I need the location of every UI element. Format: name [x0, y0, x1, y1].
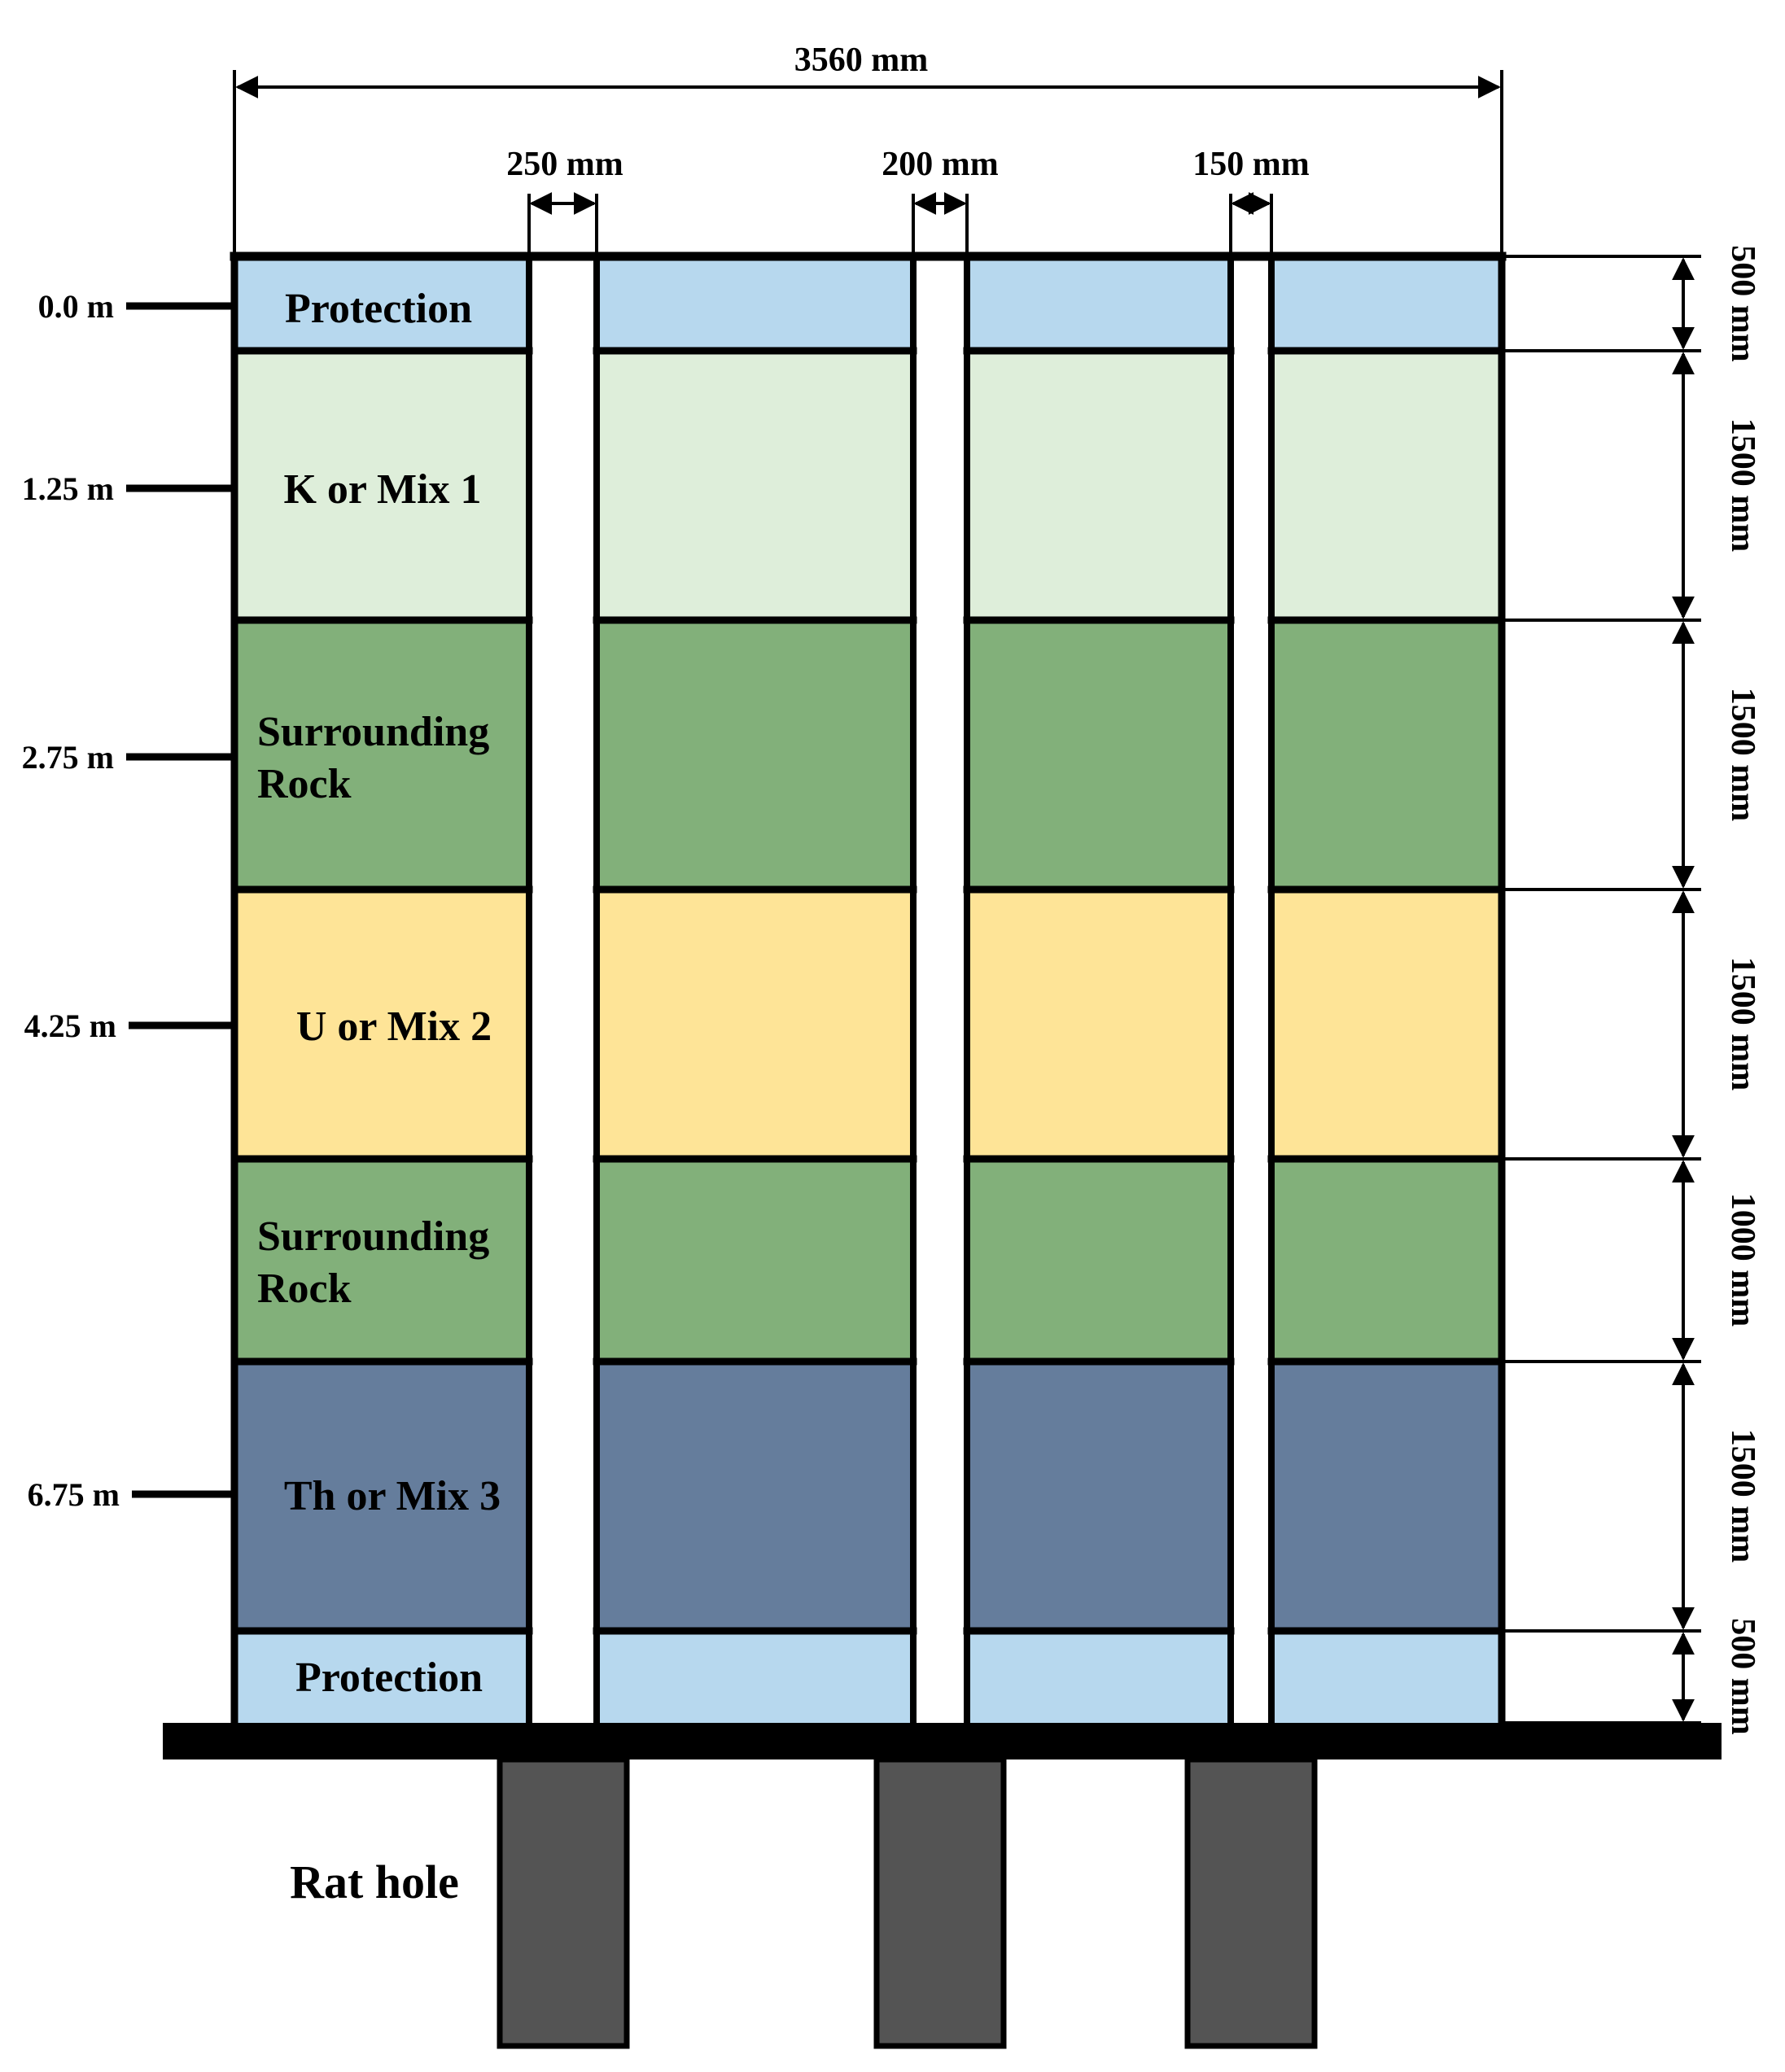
- depth-markers: 0.0 m 1.25 m 2.75 m 4.25 m 6.75 m: [22, 288, 234, 1513]
- borehole-column-2: [913, 256, 967, 1723]
- borehole-column-3: [1231, 256, 1271, 1723]
- layer-band-5: [234, 1362, 1502, 1631]
- thickness-label-5: 1500 mm: [1724, 1429, 1761, 1563]
- borehole-columns: [529, 256, 1271, 1723]
- layer-band-6: [234, 1631, 1502, 1723]
- depth-label-0: 0.0 m: [38, 288, 114, 325]
- grid-outline: [230, 251, 1507, 1727]
- depth-label-5: 6.75 m: [28, 1476, 120, 1513]
- depth-label-2: 2.75 m: [22, 739, 114, 776]
- layer-label-protection-top: Protection: [285, 286, 472, 332]
- rat-hole-3: [1184, 1756, 1318, 2049]
- rat-hole-label: Rat hole: [290, 1856, 459, 1908]
- layer-band-1: [234, 351, 1502, 620]
- thickness-label-0: 500 mm: [1724, 245, 1761, 361]
- rat-hole-1: [497, 1756, 630, 2049]
- layer-label-u-mix2: U or Mix 2: [296, 1003, 492, 1050]
- hole3-width-label: 150 mm: [1192, 146, 1309, 183]
- layer-band-0: [234, 256, 1502, 351]
- layer-label-protection-bottom: Protection: [295, 1655, 483, 1701]
- layer-label-k-mix1: K or Mix 1: [283, 466, 481, 513]
- layer-bands: [234, 256, 1502, 1723]
- layer-band-4: [234, 1159, 1502, 1362]
- thickness-label-1: 1500 mm: [1724, 418, 1761, 552]
- hole2-width-label: 200 mm: [882, 146, 998, 183]
- thickness-label-2: 1500 mm: [1724, 688, 1761, 821]
- thickness-label-4: 1000 mm: [1724, 1193, 1761, 1327]
- depth-label-3: 4.25 m: [24, 1008, 116, 1044]
- thickness-label-3: 1500 mm: [1724, 957, 1761, 1091]
- layer-band-3: [234, 890, 1502, 1159]
- layer-thickness-dimensions: 500 mm 1500 mm 1500 mm 1500 mm 1000 mm 1…: [1502, 245, 1761, 1735]
- layer-band-2: [234, 620, 1502, 890]
- rat-holes: Rat hole: [290, 1756, 1318, 2049]
- layer-labels: Protection K or Mix 1 Surrounding Rock U…: [257, 286, 501, 1701]
- depth-label-1: 1.25 m: [22, 470, 114, 507]
- layer-label-surrounding-rock-1b: Rock: [257, 761, 352, 807]
- base-plate: [163, 1723, 1722, 1759]
- borehole-column-1: [529, 256, 597, 1723]
- thickness-label-6: 500 mm: [1724, 1618, 1761, 1734]
- total-width-label: 3560 mm: [794, 42, 928, 79]
- layer-label-surrounding-rock-2a: Surrounding: [257, 1213, 489, 1260]
- rat-hole-2: [873, 1756, 1007, 2049]
- layer-label-surrounding-rock-1a: Surrounding: [257, 709, 489, 755]
- layer-label-th-mix3: Th or Mix 3: [284, 1473, 501, 1519]
- top-dimensions: 3560 mm 250 mm 200 mm 150 mm: [233, 42, 1503, 256]
- hole1-width-label: 250 mm: [506, 146, 623, 183]
- layer-label-surrounding-rock-2b: Rock: [257, 1265, 352, 1312]
